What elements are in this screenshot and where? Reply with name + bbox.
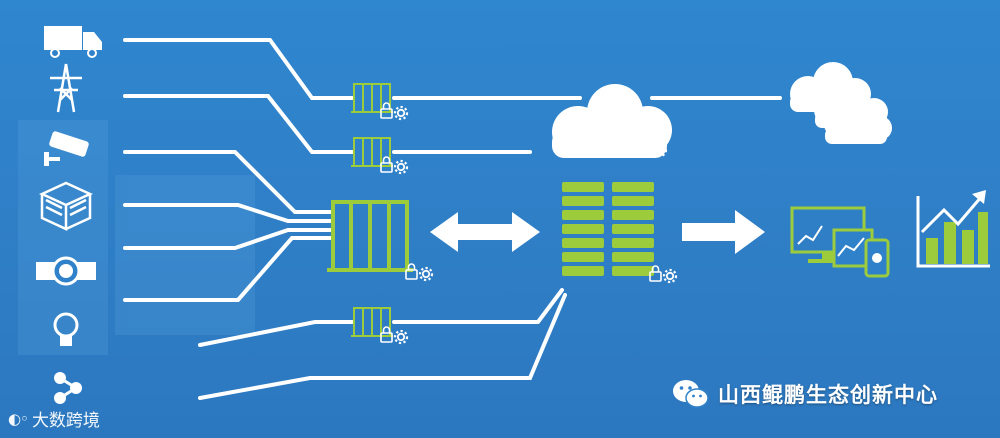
- account-name: 山西鲲鹏生态创新中心: [718, 383, 938, 407]
- cube-device-icon: [38, 181, 94, 231]
- connection-lines: [123, 38, 782, 400]
- gateway-icon: [327, 200, 413, 272]
- cloud-icon: [790, 62, 892, 144]
- server-rack-icon: [562, 182, 654, 276]
- power-tower-icon: [50, 63, 82, 113]
- wechat-icon: [673, 380, 709, 408]
- gateway-icon: [350, 83, 394, 113]
- growth-chart-icon: [916, 190, 990, 268]
- double-arrow-icon: [430, 212, 540, 252]
- source-watermark: ◐◦ 大数跨境: [8, 406, 100, 432]
- security-camera-icon: [44, 131, 89, 166]
- lightbulb-icon: [53, 312, 79, 346]
- gateway-icon: [350, 307, 394, 337]
- right-arrow-icon: [682, 210, 765, 254]
- gateway-icon: [350, 137, 394, 167]
- account-watermark: 山西鲲鹏生态创新中心: [672, 378, 938, 410]
- cloud-icon: [552, 84, 672, 158]
- share-node-icon: [54, 372, 82, 404]
- background-buildings: [18, 120, 255, 355]
- source-watermark-label: 大数跨境: [31, 411, 100, 431]
- meter-icon: [36, 256, 96, 286]
- source-logo-icon: ◐◦: [8, 409, 29, 428]
- truck-icon: [44, 26, 102, 58]
- devices-dashboard-icon: [790, 206, 890, 278]
